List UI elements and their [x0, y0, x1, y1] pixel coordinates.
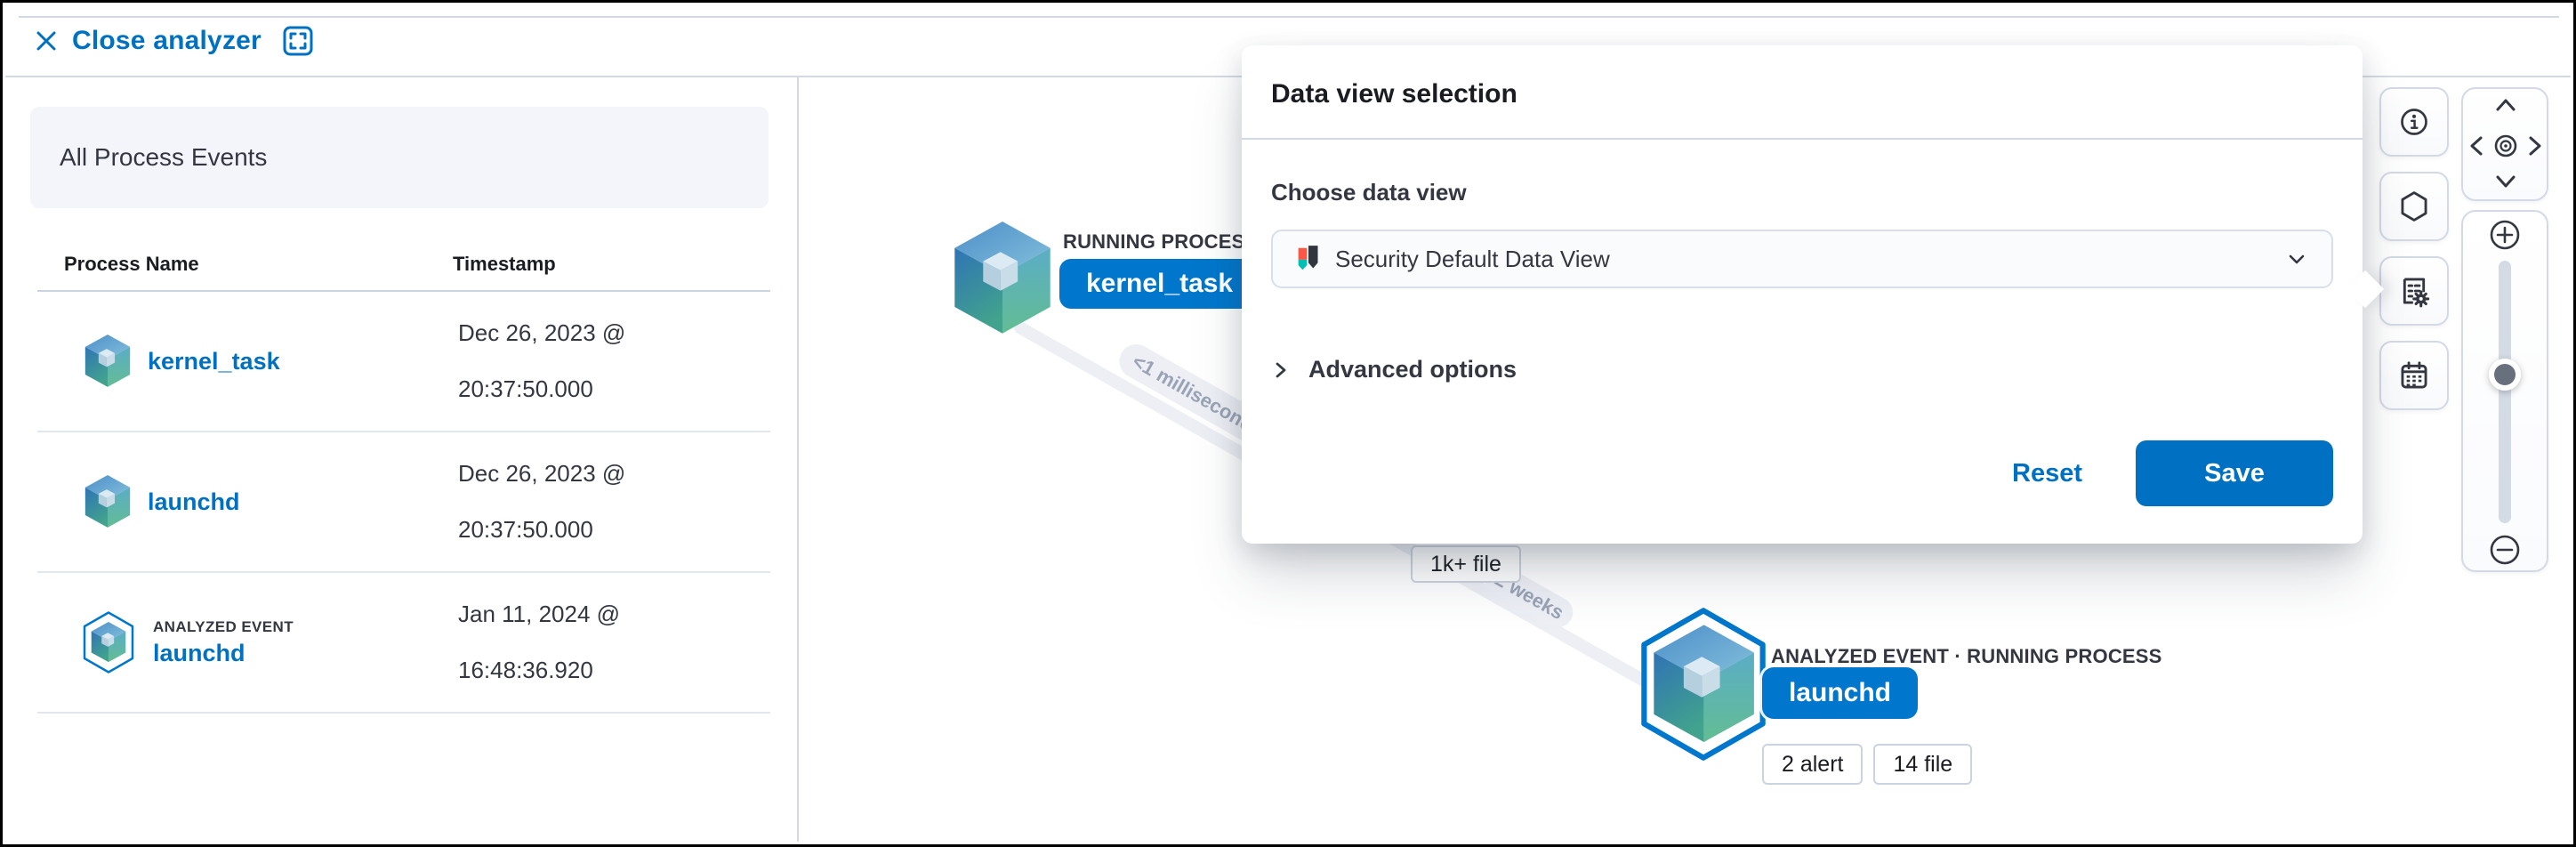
data-view-settings-button[interactable]	[2379, 256, 2449, 326]
app-top-border	[19, 16, 2559, 18]
process-cube-icon	[84, 335, 132, 388]
data-view-field-label: Choose data view	[1271, 179, 1467, 206]
timestamp-value: Dec 26, 2023 @20:37:50.000	[458, 319, 626, 402]
process-link[interactable]: launchd	[148, 488, 240, 515]
zoom-slider-thumb[interactable]	[2489, 359, 2521, 391]
node-legend-button[interactable]	[2379, 172, 2449, 241]
chevron-down-icon	[2285, 247, 2308, 270]
fullscreen-icon[interactable]	[281, 24, 315, 58]
date-picker-button[interactable]	[2379, 341, 2449, 410]
data-view-select[interactable]: Security Default Data View	[1271, 230, 2333, 288]
file-count-badge[interactable]: 1k+ file	[1411, 545, 1521, 583]
pan-controls	[2461, 87, 2548, 201]
process-link[interactable]: launchd	[153, 639, 246, 666]
alert-count-badge[interactable]: 2 alert	[1762, 744, 1864, 785]
hexagon-icon	[2397, 190, 2431, 223]
pan-up-button[interactable]	[2492, 95, 2519, 115]
chevron-right-icon	[1271, 359, 1291, 381]
selected-data-view: Security Default Data View	[1335, 245, 1610, 272]
table-row: ANALYZED EVENT launchd Jan 11, 2024 @16:…	[37, 573, 770, 714]
pan-left-button[interactable]	[2467, 133, 2486, 159]
document-gear-icon	[2397, 274, 2431, 308]
column-header-timestamp: Timestamp	[453, 253, 556, 275]
analyzed-event-node[interactable]	[1633, 604, 1774, 764]
pan-down-button[interactable]	[2492, 172, 2519, 191]
close-analyzer-button[interactable]: Close analyzer	[35, 24, 315, 58]
table-header-row: Process Name Timestamp	[37, 253, 770, 292]
node-type-label: RUNNING PROCESS	[1063, 230, 1259, 253]
zoom-out-button[interactable]	[2488, 533, 2522, 567]
process-events-table: Process Name Timestamp kernel_task	[37, 253, 770, 714]
info-button[interactable]	[2379, 87, 2449, 157]
advanced-options-toggle[interactable]: Advanced options	[1271, 356, 2333, 383]
timestamp-value: Dec 26, 2023 @20:37:50.000	[458, 460, 626, 543]
calendar-icon	[2397, 359, 2431, 392]
process-cube-icon	[84, 475, 132, 528]
analyzed-hexagon-cube-icon	[80, 610, 137, 674]
node-name-pill[interactable]: launchd	[1762, 667, 1919, 719]
panel-title-box: All Process Events	[30, 107, 769, 208]
column-header-process-name: Process Name	[64, 253, 199, 275]
timestamp-value: Jan 11, 2024 @16:48:36.920	[458, 601, 621, 683]
table-row: launchd Dec 26, 2023 @20:37:50.000	[37, 432, 770, 573]
data-view-popover: Data view selection Choose data view Sec…	[1242, 45, 2363, 544]
close-analyzer-label: Close analyzer	[72, 26, 262, 55]
info-icon	[2398, 106, 2430, 138]
process-node-kernel-task[interactable]	[951, 222, 1054, 335]
close-icon	[35, 29, 58, 52]
process-events-panel: All Process Events Process Name Timestam…	[5, 77, 799, 842]
center-camera-button[interactable]	[2491, 132, 2520, 160]
zoom-in-button[interactable]	[2488, 218, 2522, 252]
reset-button[interactable]: Reset	[2012, 458, 2082, 488]
security-logo-icon	[1296, 245, 1321, 273]
process-link[interactable]: kernel_task	[148, 347, 280, 375]
file-count-badge[interactable]: 14 file	[1873, 744, 1973, 785]
node-type-label: ANALYZED EVENT · RUNNING PROCESS	[1771, 645, 2162, 667]
popover-title: Data view selection	[1242, 45, 2363, 140]
pan-right-button[interactable]	[2525, 133, 2545, 159]
panel-title: All Process Events	[60, 143, 268, 171]
analyzed-event-label: ANALYZED EVENT	[153, 617, 294, 635]
save-button[interactable]: Save	[2136, 440, 2333, 506]
table-row: kernel_task Dec 26, 2023 @20:37:50.000	[37, 292, 770, 432]
node-name-pill[interactable]: kernel_task	[1059, 259, 1260, 309]
zoom-slider[interactable]	[2499, 261, 2511, 523]
node-badges: 2 alert 14 file	[1762, 744, 1973, 785]
